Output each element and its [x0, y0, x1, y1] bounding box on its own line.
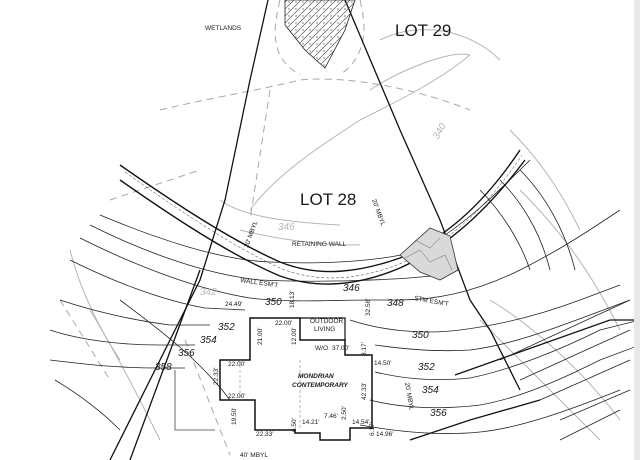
lot-28-label: LOT 28: [300, 190, 356, 209]
retaining-wall: [119, 149, 526, 285]
elev-352-a: 352: [218, 322, 235, 333]
dim-22-33-a: 22.33': [213, 367, 220, 385]
elev-346-grey: 346: [278, 222, 295, 233]
elev-354-b: 354: [422, 385, 439, 396]
dim-19-50: 19.50': [231, 407, 238, 425]
setback-label-b: 20' MBYL: [370, 198, 386, 227]
outdoor-label: OUTDOOR: [310, 318, 344, 325]
house-footprint: [174, 317, 373, 441]
dim-14-54: 14.54': [352, 419, 370, 426]
dim-6-50: 6.50': [291, 418, 298, 432]
riprap-texture: [404, 237, 453, 271]
dim-22-00-c: 22.00': [228, 393, 246, 400]
dim-22-00-a: 22.00': [275, 320, 293, 327]
dim-6-17: 6.17': [369, 422, 376, 436]
riprap-area: [399, 227, 459, 281]
elev-356-a: 356: [178, 348, 195, 359]
wall-esmt-label: WALL ESM'T: [240, 277, 279, 289]
dim-21-00: 21.00': [257, 327, 264, 345]
dim-37-00: 37.00': [332, 345, 350, 352]
dim-14-96: 14.96': [376, 431, 394, 438]
setback-label-c: 20' MBYL: [403, 382, 415, 411]
dim-14-50: 14.50': [374, 360, 392, 367]
dim-32-56: 32.56': [365, 298, 372, 316]
elev-340: 340: [431, 121, 449, 141]
elev-358: 358: [155, 362, 172, 373]
setback-label-40: 40' MBYL: [240, 452, 268, 459]
dim-22-00-b: 22.00': [228, 361, 246, 368]
wetlands-label: WETLANDS: [205, 25, 242, 32]
wetlands-area: [284, 0, 356, 69]
elev-356-b: 356: [430, 408, 447, 419]
dim-8-17: 8.17': [361, 342, 368, 356]
stm-esmt-label: STM ESM'T: [414, 295, 450, 308]
lot-29-label: LOT 29: [395, 21, 451, 40]
elev-352-b: 352: [418, 362, 435, 373]
proposed-contours: [49, 159, 640, 441]
dim-14-21: 14.21': [302, 419, 320, 426]
elev-348: 348: [387, 298, 404, 309]
dim-22-33-b: 22.33': [256, 431, 274, 438]
dim-18-13: 18.13': [289, 290, 296, 308]
dim-7-46: 7.46': [324, 413, 338, 420]
elev-350-b: 350: [412, 330, 429, 341]
frame-edge: [634, 0, 640, 460]
elev-342: 342: [200, 287, 217, 298]
house-name-label: MONDRIAN: [298, 373, 334, 380]
dim-12-00: 12.00': [291, 327, 298, 345]
living-label: LIVING: [314, 326, 335, 333]
dim-2-50: 2.50': [341, 406, 348, 420]
dim-42-33: 42.33': [361, 382, 368, 400]
elev-350-a: 350: [265, 297, 282, 308]
dim-24-49: 24.49': [225, 301, 243, 308]
elev-354-a: 354: [200, 335, 217, 346]
retaining-wall-label: RETAINING WALL: [292, 241, 347, 248]
dashed-lines: [59, 0, 471, 456]
walkout-label: W/O: [315, 345, 328, 352]
elev-346: 346: [343, 283, 360, 294]
house-style-label: CONTEMPORARY: [292, 382, 349, 389]
